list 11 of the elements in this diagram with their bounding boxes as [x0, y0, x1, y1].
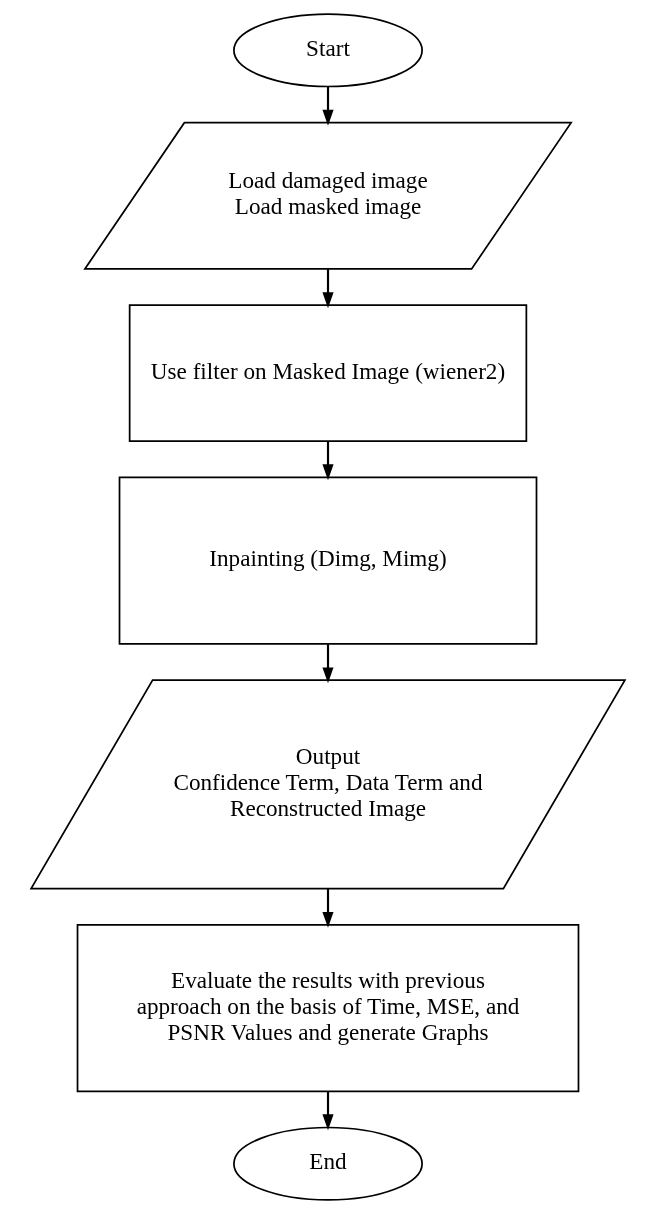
arrow — [322, 86, 334, 126]
arrow — [322, 441, 334, 481]
arrow — [322, 1091, 334, 1131]
arrow — [322, 889, 334, 928]
node-box: Inpainting (Dimg, Mimg) — [118, 476, 538, 645]
arrow — [322, 644, 334, 684]
node-ellipse: Start — [233, 13, 423, 88]
node-box: Evaluate the results with previous approach on the basis of Time, MSE, and PSNR Values and generate Graphs — [76, 923, 580, 1093]
node-box: Use filter on Masked Image (wiener2) — [128, 304, 528, 443]
arrow — [322, 269, 334, 309]
node-ellipse: End — [233, 1126, 423, 1201]
